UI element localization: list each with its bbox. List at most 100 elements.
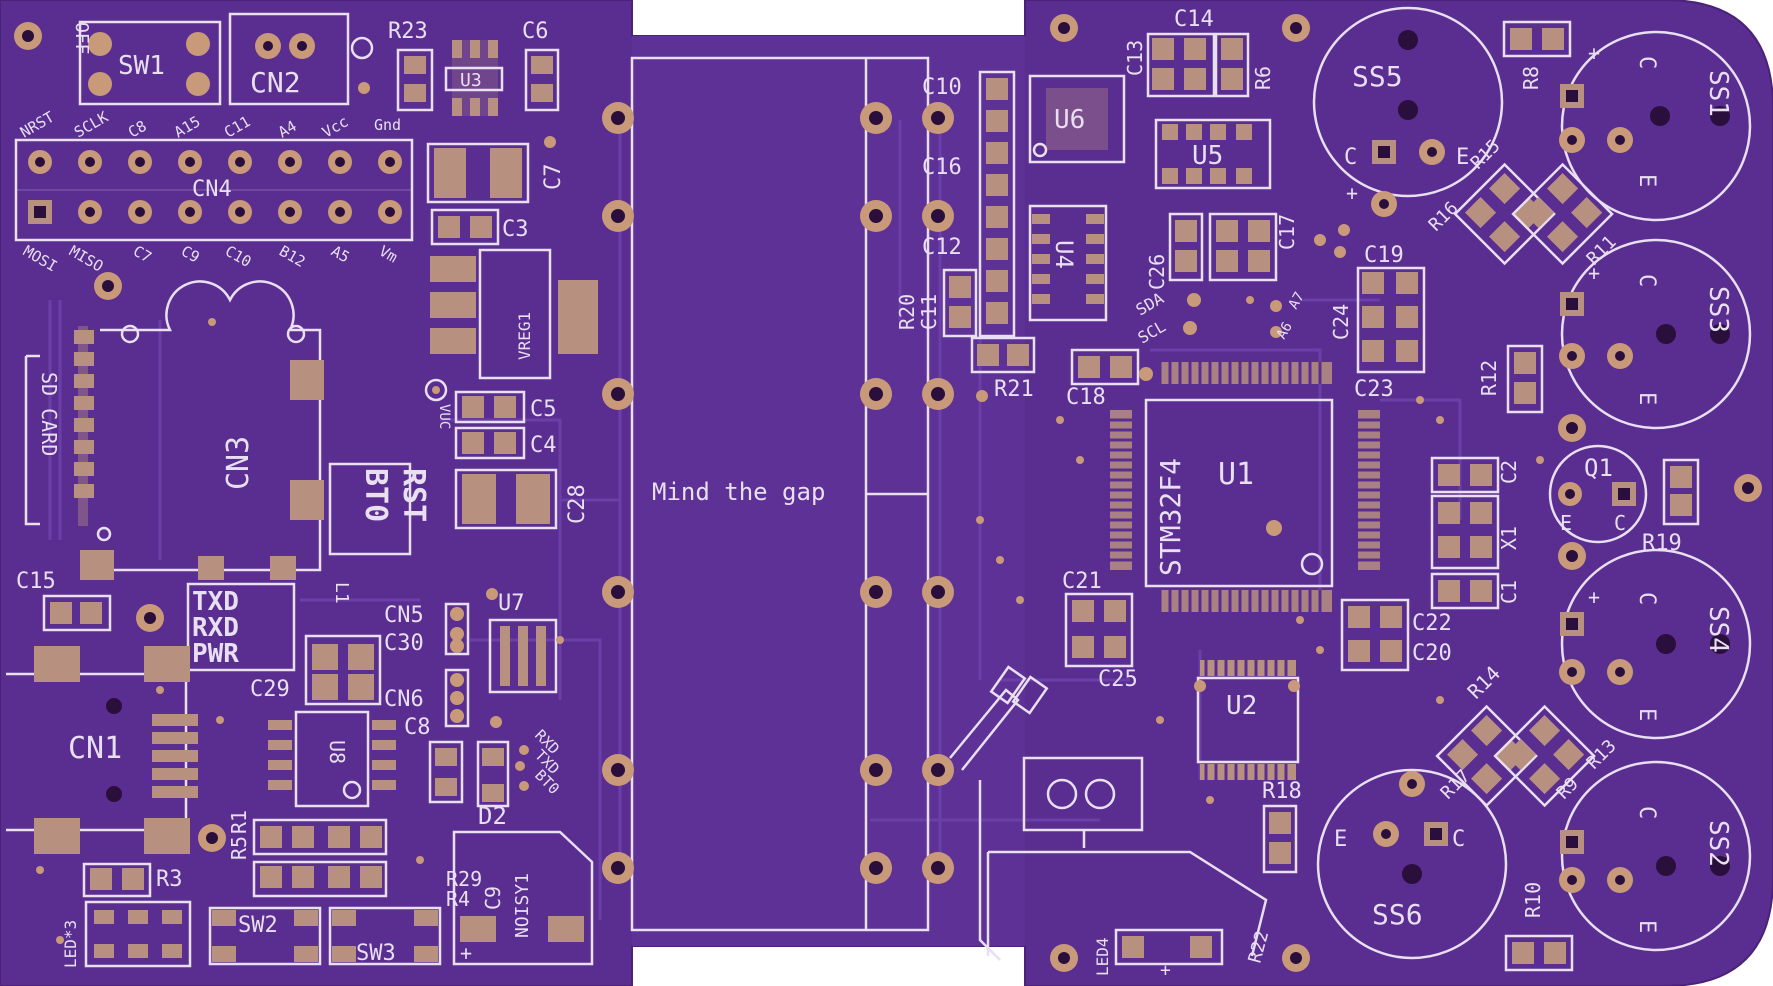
sw1: SW1 OFF xyxy=(71,20,222,106)
svg-text:SS6: SS6 xyxy=(1372,898,1423,931)
svg-text:E: E xyxy=(1456,145,1469,170)
txd-rxd-pwr-label: TXD RXD PWR xyxy=(186,582,296,672)
vuc-testpoint: VUC xyxy=(424,378,452,429)
ss6: SS6 E C xyxy=(1316,768,1508,960)
svg-text:U6: U6 xyxy=(1054,105,1085,135)
svg-text:C28: C28 xyxy=(565,484,590,524)
svg-text:E: E xyxy=(1334,827,1347,852)
connector-outline xyxy=(949,665,1268,961)
svg-text:C29: C29 xyxy=(250,677,290,702)
u7: U7 xyxy=(486,588,558,694)
svg-text:CN3: CN3 xyxy=(221,436,256,490)
mind-the-gap-text: Mind the gap xyxy=(652,478,825,506)
svg-text:U1: U1 xyxy=(1218,457,1254,492)
svg-text:SS4: SS4 xyxy=(1703,606,1733,653)
r18: R18 xyxy=(1262,779,1302,874)
r21: R21 xyxy=(970,336,1036,402)
svg-text:C20: C20 xyxy=(1412,641,1452,666)
svg-text:C7: C7 xyxy=(541,164,566,191)
svg-text:C16: C16 xyxy=(922,155,962,180)
svg-text:C23: C23 xyxy=(1354,377,1394,402)
c18: C18 xyxy=(1066,348,1153,410)
svg-text:C: C xyxy=(1452,827,1465,852)
svg-text:C6: C6 xyxy=(522,19,549,44)
r12: R12 xyxy=(1477,344,1544,414)
svg-text:CN1: CN1 xyxy=(68,731,122,766)
c6: C6 xyxy=(522,19,560,112)
r5-r1: R5 R1 xyxy=(227,810,388,898)
c3: C3 xyxy=(430,208,529,246)
svg-text:L1: L1 xyxy=(331,582,352,604)
c2-x1-c1: C2 X1 C1 xyxy=(1430,456,1521,610)
svg-text:C15: C15 xyxy=(16,569,56,594)
svg-text:RXD: RXD xyxy=(192,613,239,643)
svg-text:U5: U5 xyxy=(1192,141,1223,171)
svg-text:SW2: SW2 xyxy=(238,913,278,938)
svg-text:C4: C4 xyxy=(530,433,557,458)
svg-text:BT0: BT0 xyxy=(358,468,393,522)
svg-text:D2: D2 xyxy=(478,802,507,830)
c19-c24-c23: C19 C24 C23 xyxy=(1329,243,1426,402)
svg-text:STM32F4: STM32F4 xyxy=(1154,458,1187,576)
svg-text:C12: C12 xyxy=(922,235,962,260)
led4-r22: LED4 R22 + xyxy=(1093,928,1273,981)
cn4-header: CN4 xyxy=(14,138,414,242)
c15: C15 xyxy=(16,569,112,632)
r8: R8 xyxy=(1502,20,1572,90)
u1-stm32f4: U1 STM32F4 xyxy=(1110,362,1380,612)
svg-text:A6: A6 xyxy=(1274,319,1296,342)
c10-c16-c12: C10 C16 C12 xyxy=(922,70,1016,338)
svg-text:E: E xyxy=(1560,511,1572,535)
ss1: SS1 C E + xyxy=(1559,30,1752,222)
cn3-sdcard: CN3 SD CARD xyxy=(24,280,324,580)
c30: C30 xyxy=(384,631,464,656)
c21-c25: C21 C25 xyxy=(1062,569,1138,692)
svg-text:C5: C5 xyxy=(530,397,557,422)
c4: C4 xyxy=(454,426,557,460)
svg-text:R12: R12 xyxy=(1477,360,1501,396)
svg-text:C21: C21 xyxy=(1062,569,1102,594)
c28: C28 xyxy=(454,468,590,530)
c26-c17: C26 C17 xyxy=(1145,212,1299,290)
u3: U3 xyxy=(444,40,504,116)
svg-text:C26: C26 xyxy=(1145,254,1169,290)
rst-bt0-label: RST BT0 xyxy=(328,462,431,556)
svg-text:R5: R5 xyxy=(227,836,251,860)
svg-text:C18: C18 xyxy=(1066,385,1106,410)
svg-text:CN5: CN5 xyxy=(384,603,424,628)
svg-text:C14: C14 xyxy=(1174,7,1214,32)
cn6: CN6 xyxy=(384,668,470,728)
noisy1: NOISY1 + xyxy=(452,830,594,966)
svg-text:C: C xyxy=(1344,145,1357,170)
svg-text:C3: C3 xyxy=(502,217,529,242)
pin-label-top: Gnd xyxy=(374,116,401,134)
svg-text:E: E xyxy=(1634,920,1659,933)
r3: R3 xyxy=(82,862,183,898)
l1: L1 xyxy=(331,582,352,604)
svg-text:SW1: SW1 xyxy=(118,51,165,81)
c13-c14-r6: C13 C14 R6 xyxy=(1123,7,1275,98)
c7: C7 xyxy=(426,136,566,204)
svg-text:E: E xyxy=(1634,174,1659,187)
u2: U2 xyxy=(1194,660,1300,780)
gap-vias xyxy=(602,102,954,884)
ss5: SS5 C E + xyxy=(1312,6,1504,217)
svg-text:X1: X1 xyxy=(1497,526,1521,550)
svg-text:C24: C24 xyxy=(1329,304,1353,340)
cn5: CN5 xyxy=(384,602,470,656)
svg-text:R23: R23 xyxy=(388,19,428,44)
vreg1: VREG1 xyxy=(430,248,598,380)
svg-text:C25: C25 xyxy=(1098,667,1138,692)
svg-text:C: C xyxy=(1634,56,1659,69)
svg-text:SS5: SS5 xyxy=(1352,60,1403,93)
svg-text:C9: C9 xyxy=(481,886,505,910)
svg-text:C2: C2 xyxy=(1497,460,1521,484)
sw3: SW3 xyxy=(328,906,442,966)
svg-text:C: C xyxy=(1634,592,1659,605)
svg-text:CN6: CN6 xyxy=(384,687,424,712)
svg-text:+: + xyxy=(1588,585,1600,609)
svg-text:C11: C11 xyxy=(917,294,941,330)
svg-text:U2: U2 xyxy=(1226,691,1257,721)
svg-text:SS2: SS2 xyxy=(1703,820,1733,867)
svg-text:C1: C1 xyxy=(1497,580,1521,604)
